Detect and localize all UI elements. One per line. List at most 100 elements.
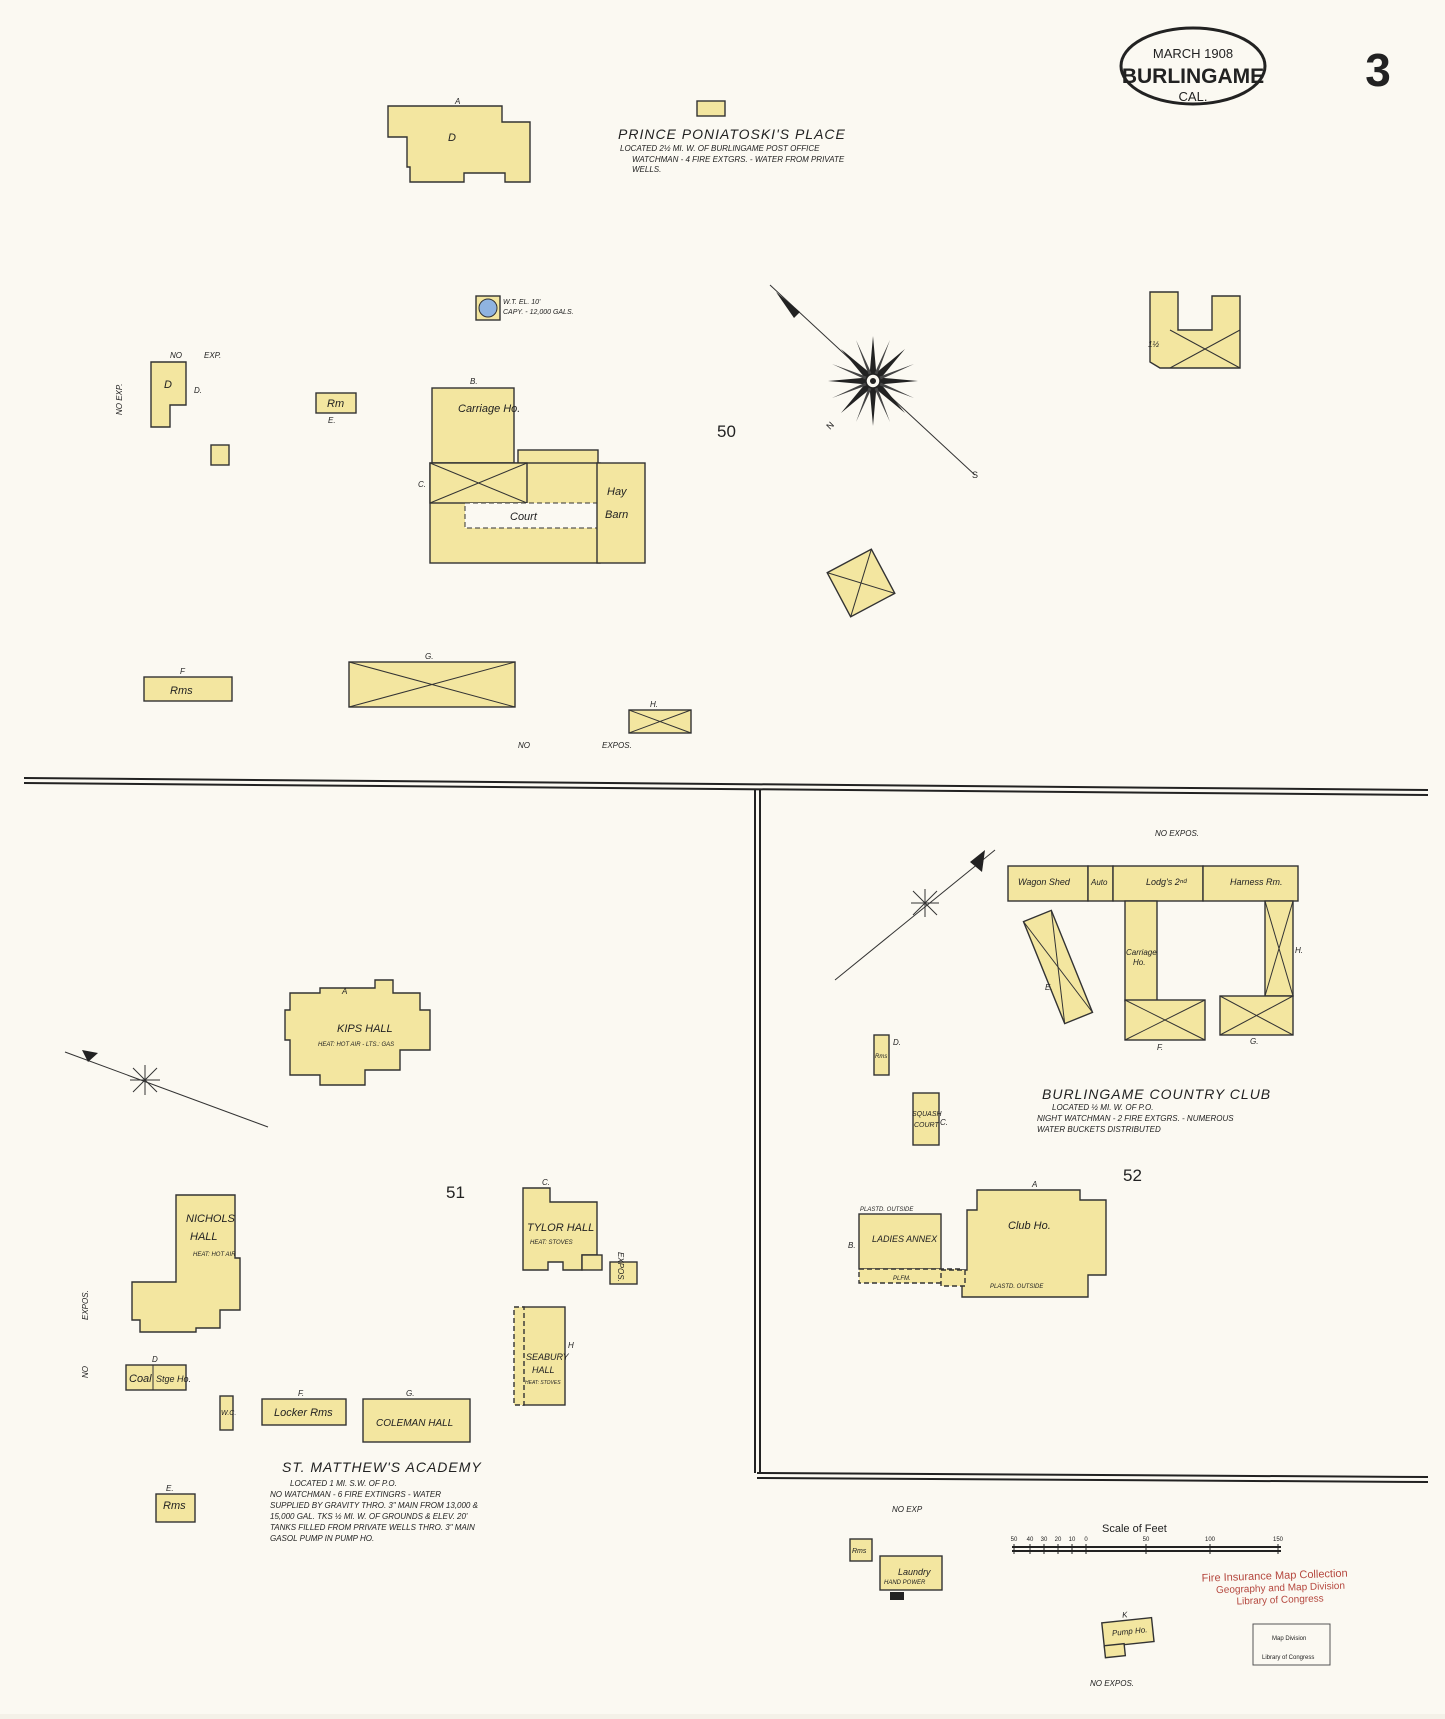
- squash-label-2: COURT: [914, 1122, 939, 1129]
- nichols-heat: HEAT: HOT AIR: [193, 1252, 236, 1258]
- block-52: 52: [1123, 1166, 1142, 1185]
- svg-text:NO: NO: [170, 351, 182, 360]
- svg-text:H.: H.: [1295, 946, 1303, 955]
- club-carriage-2: Ho.: [1133, 958, 1145, 967]
- svg-text:C.: C.: [940, 1118, 948, 1127]
- academy-notes: ST. MATTHEW'S ACADEMY LOCATED 1 MI. S.W.…: [270, 1459, 481, 1543]
- map-city: BURLINGAME: [1122, 65, 1264, 88]
- carriage-house-label: Carriage Ho.: [458, 403, 520, 415]
- stable-complex: Carriage Ho. B. Court Hay Barn C.: [418, 377, 646, 564]
- prince-rooms-label: Rms: [170, 685, 193, 697]
- club-no-expos-top: NO EXPOS.: [1155, 829, 1199, 838]
- wc-building: [219, 1395, 234, 1431]
- club-rooms-j-label: Rms: [852, 1548, 867, 1555]
- stamp-line-1: Fire Insurance Map Collection: [1201, 1568, 1347, 1585]
- plastd-club: PLASTD. OUTSIDE: [990, 1284, 1044, 1290]
- svg-text:G.: G.: [406, 1389, 414, 1398]
- block-51: 51: [446, 1183, 465, 1202]
- svg-text:K: K: [1122, 1610, 1129, 1620]
- compass-north: N: [824, 420, 836, 432]
- squash-court: [912, 1092, 940, 1146]
- map-division-label: Map Division Library of Congress: [1252, 1623, 1331, 1666]
- prince-cottage: [150, 361, 187, 428]
- prince-note-1: LOCATED 2½ MI. W. OF BURLINGAME POST OFF…: [620, 144, 820, 153]
- kips-hall-label: KIPS HALL: [337, 1023, 393, 1035]
- svg-text:D: D: [448, 132, 456, 144]
- svg-text:E.: E.: [328, 416, 336, 425]
- sheet-number: 3: [1365, 44, 1391, 96]
- compass-rose-top: N S: [769, 284, 978, 480]
- barn-label: Barn: [605, 509, 628, 521]
- svg-text:A: A: [341, 987, 347, 996]
- academy-shed: [609, 1261, 638, 1285]
- club-note-3: WATER BUCKETS DISTRIBUTED: [1037, 1125, 1161, 1134]
- tylor-hall: TYLOR HALL HEAT: STOVES C.: [522, 1178, 598, 1271]
- svg-text:1½: 1½: [1148, 340, 1159, 349]
- academy-no-left: NO: [81, 1366, 90, 1378]
- kips-hall-heat: HEAT: HOT AIR - LTS.: GAS: [318, 1042, 394, 1048]
- scale-title: Scale of Feet: [1102, 1523, 1167, 1535]
- wagon-shed-label: Wagon Shed: [1018, 877, 1071, 887]
- svg-text:F.: F.: [298, 1389, 304, 1398]
- library-stamp: Fire Insurance Map Collection Geography …: [1201, 1568, 1347, 1608]
- svg-text:E.: E.: [166, 1484, 174, 1493]
- tank-capacity: CAPY. - 12,000 GALS.: [503, 309, 574, 316]
- club-house-group: LADIES ANNEX PLASTD. OUTSIDE PLFM. Club …: [848, 1180, 1107, 1298]
- court-label: Court: [510, 511, 538, 523]
- svg-text:A: A: [1031, 1180, 1037, 1189]
- prince-rooms-f: [143, 676, 233, 702]
- label-line-2: Library of Congress: [1262, 1655, 1314, 1661]
- club-house-label: Club Ho.: [1008, 1220, 1051, 1232]
- plastd-annex: PLASTD. OUTSIDE: [860, 1207, 914, 1213]
- nichols-label-1: NICHOLS: [186, 1213, 236, 1225]
- prince-lodge: [1149, 291, 1241, 369]
- hay-label: Hay: [607, 486, 628, 498]
- locker-label: Locker Rms: [274, 1407, 333, 1419]
- storage-label: Stge Ho.: [156, 1374, 191, 1384]
- tylor-label: TYLOR HALL: [527, 1222, 594, 1234]
- scale-tick-label: 100: [1205, 1537, 1216, 1543]
- coleman-hall: [362, 1398, 471, 1443]
- prince-main-house: [387, 105, 531, 183]
- tylor-annex: [581, 1254, 603, 1271]
- svg-text:H: H: [568, 1341, 574, 1350]
- scale-tick-label: 0: [1084, 1537, 1088, 1543]
- svg-text:NO EXP.: NO EXP.: [115, 384, 124, 415]
- svg-text:H.: H.: [650, 700, 658, 709]
- svg-text:D: D: [152, 1355, 158, 1364]
- club-note-2: NIGHT WATCHMAN - 2 FIRE EXTGRS. - NUMERO…: [1037, 1114, 1234, 1123]
- scale-tick-label: 40: [1027, 1537, 1034, 1543]
- laundry: Laundry HAND POWER: [879, 1555, 943, 1600]
- scale-tick-label: 50: [1143, 1537, 1150, 1543]
- club-rooms-j: [849, 1538, 873, 1562]
- compass-club: [834, 849, 996, 981]
- club-note-1: LOCATED ½ MI. W. OF P.O.: [1052, 1103, 1154, 1112]
- club-no-exp: NO EXP: [892, 1505, 923, 1514]
- prince-building-h: H.: [628, 700, 692, 734]
- club-stables: Wagon Shed Auto Lodg's 2ⁿᵈ Harness Rm. C…: [1007, 865, 1303, 1052]
- prince-title: PRINCE PONIATOSKI'S PLACE: [618, 126, 846, 142]
- label-line-1: Map Division: [1272, 1636, 1306, 1642]
- tylor-heat: HEAT: STOVES: [530, 1240, 573, 1246]
- svg-text:D.: D.: [194, 386, 202, 395]
- svg-text:G.: G.: [1250, 1037, 1258, 1046]
- club-no-expos-bottom: NO EXPOS.: [1090, 1679, 1134, 1688]
- water-tank: W.T. EL. 10' CAPY. - 12,000 GALS.: [475, 295, 574, 321]
- svg-text:F: F: [180, 667, 186, 676]
- svg-text:E.: E.: [1045, 983, 1053, 992]
- block-50: 50: [717, 422, 736, 441]
- prince-rm-building: [315, 392, 357, 414]
- kips-hall: KIPS HALL HEAT: HOT AIR - LTS.: GAS A: [284, 979, 431, 1086]
- prince-rm-label: Rm: [327, 398, 344, 410]
- title-cartouche: MARCH 1908 BURLINGAME CAL.: [1119, 26, 1267, 106]
- seabury-heat: HEAT: STOVES: [525, 1380, 561, 1386]
- academy-note-3: SUPPLIED BY GRAVITY THRO. 3" MAIN FROM 1…: [270, 1501, 478, 1510]
- laundry-label: Laundry: [898, 1567, 931, 1577]
- academy-note-2: NO WATCHMAN - 6 FIRE EXTINGRS - WATER: [270, 1490, 441, 1499]
- scale-tick-label: 150: [1273, 1537, 1284, 1543]
- svg-text:C.: C.: [542, 1178, 550, 1187]
- academy-rooms-e: [155, 1493, 196, 1523]
- tank-elevation: W.T. EL. 10': [503, 299, 541, 306]
